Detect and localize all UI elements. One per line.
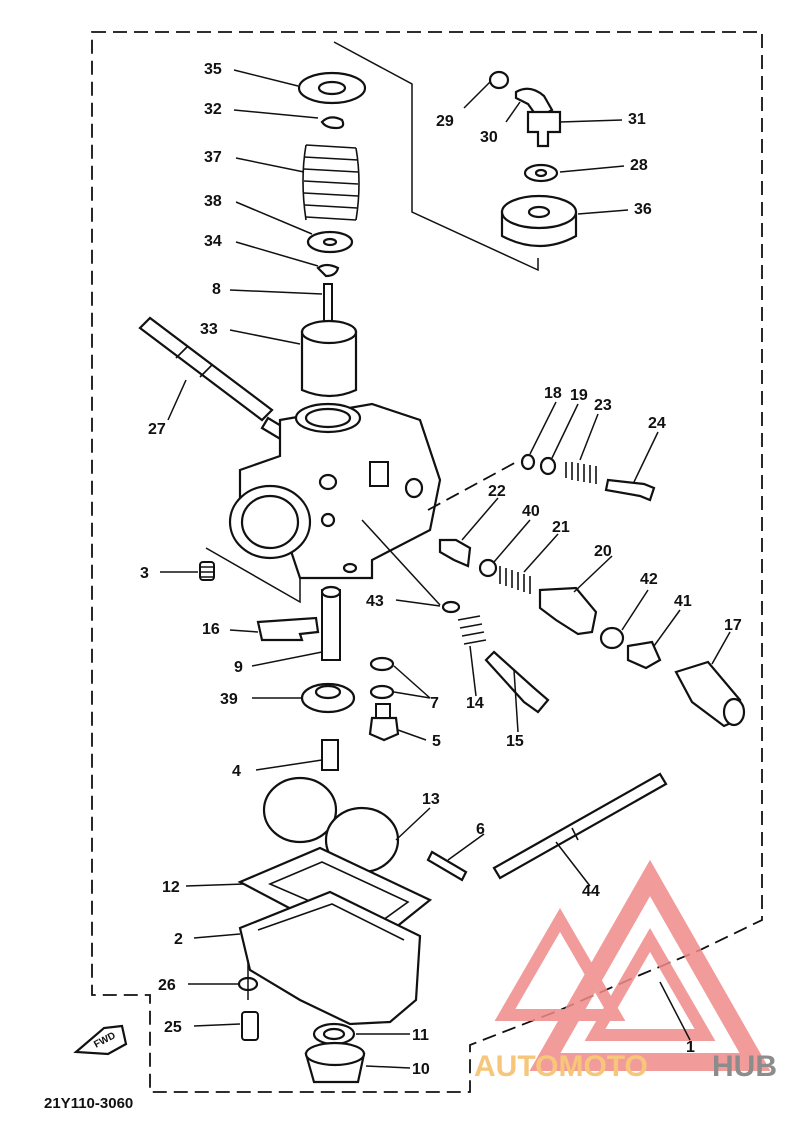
label-17: 17 [724,617,742,634]
part-40-o-ring [478,558,498,578]
part-23-spring [565,462,597,484]
label-14: 14 [466,695,484,712]
part-18-o-ring [520,453,536,471]
part-43-o-ring [441,600,461,614]
label-22: 22 [488,483,506,500]
part-31-fitting [526,110,562,148]
label-28: 28 [630,157,648,174]
part-38-plate [306,230,354,254]
assembly-line-right [427,459,521,511]
label-25: 25 [164,1019,182,1036]
label-33: 33 [200,321,218,338]
part-3-screw [199,561,215,581]
label-38: 38 [204,193,222,210]
label-41: 41 [674,593,692,610]
part-35-washer [297,71,367,105]
label-44: 44 [582,883,600,900]
part-21-spring [499,566,531,594]
part-34-clip [316,263,340,278]
part-37-spring [302,144,360,221]
watermark-logo [494,859,771,1071]
label-35: 35 [204,61,222,78]
label-27: 27 [148,421,166,438]
part-20-valve [538,586,598,636]
label-15: 15 [506,733,524,750]
carburetor-body [228,402,442,580]
assembly-boundary [91,31,763,1093]
label-19: 19 [570,387,588,404]
part-17-boot [674,660,746,728]
label-11: 11 [412,1027,429,1044]
label-36: 36 [634,201,652,218]
fwd-arrow-icon: FWD [73,1024,128,1056]
part-14-spring [457,615,487,645]
label-39: 39 [220,691,238,708]
part-39-jet-nut [300,682,356,714]
label-5: 5 [432,733,441,750]
assembly-line-43 [361,519,441,606]
part-25-screw [241,1011,259,1041]
label-30: 30 [480,129,498,146]
part-16-plate [256,616,320,642]
label-24: 24 [648,415,666,432]
label-2: 2 [174,931,183,948]
part-41-cable-adjuster [626,640,662,670]
label-12: 12 [162,879,180,896]
label-8: 8 [212,281,221,298]
part-29-cap [488,70,510,90]
assembly-line-1 [659,981,691,1041]
watermark-text-b: HUB [712,1050,777,1083]
label-6: 6 [476,821,485,838]
part-2-float-bowl [238,890,422,1026]
label-29: 29 [436,113,454,130]
label-7: 7 [430,695,439,712]
label-26: 26 [158,977,176,994]
label-20: 20 [594,543,612,560]
label-3: 3 [140,565,149,582]
part-4-main-jet [321,739,339,771]
part-36-cap-nut [500,194,578,247]
label-43: 43 [366,593,384,610]
label-21: 21 [552,519,570,536]
part-19-washer [539,456,557,476]
label-16: 16 [202,621,220,638]
label-18: 18 [544,385,562,402]
part-42-nut [599,626,625,650]
label-13: 13 [422,791,440,808]
part-24-screw [604,478,656,502]
part-11-o-ring [312,1022,356,1046]
part-32-clip [320,116,345,130]
part-6-pin [426,850,468,882]
watermark-text: AUTOMOTO HUB [474,1050,777,1083]
part-22-jet [438,538,472,568]
assembly-line-cap [333,41,539,272]
part-5-drain-bolt [368,703,400,742]
diagram-code: 21Y110-3060 [44,1095,133,1112]
watermark-text-a: AUTOMOTO [474,1050,648,1083]
part-15-screw [484,650,550,714]
part-labels: 35 32 37 38 34 8 33 27 29 30 31 28 36 18… [140,61,742,1078]
label-1: 1 [686,1039,695,1056]
label-9: 9 [234,659,243,676]
label-10: 10 [412,1061,430,1078]
leader-lines [160,69,731,1069]
part-33-throttle-valve [300,319,358,398]
label-40: 40 [522,503,540,520]
label-31: 31 [628,111,646,128]
part-7-washers [369,656,395,700]
label-42: 42 [640,571,658,588]
part-44-hose [492,772,668,880]
label-23: 23 [594,397,612,414]
part-10-plug [304,1041,366,1084]
assembly-line-3 [205,547,301,604]
label-37: 37 [204,149,222,166]
label-34: 34 [204,233,222,250]
part-28-washer [523,163,559,183]
label-4: 4 [232,763,241,780]
label-32: 32 [204,101,222,118]
part-9-jet-holder [320,585,342,661]
part-27-hose [138,316,290,442]
